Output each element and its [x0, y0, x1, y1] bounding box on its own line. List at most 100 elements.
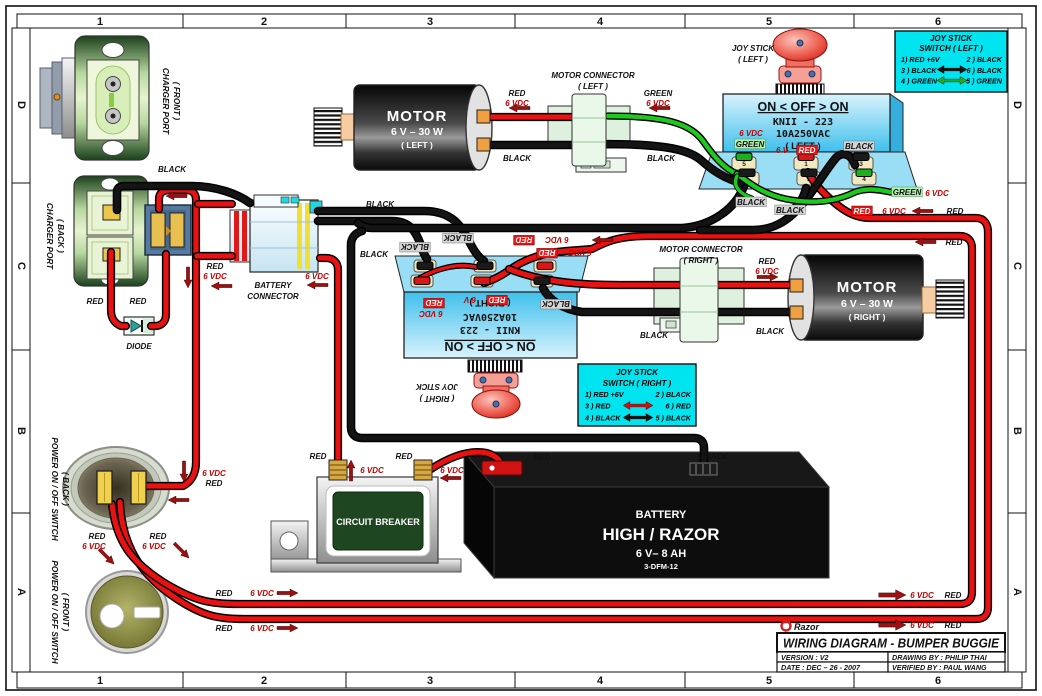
wire-green-connector [605, 113, 740, 177]
motor-shaft-icon [313, 107, 343, 147]
svg-text:6 ) BLACK: 6 ) BLACK [966, 66, 1002, 75]
overlay-parts [96, 93, 873, 505]
wire-label: BLACK [443, 233, 472, 242]
bracket-screw-icon [53, 93, 61, 101]
wire-label: RED [206, 479, 223, 488]
svg-text:Razor: Razor [794, 622, 820, 632]
svg-text:BATTERY: BATTERY [636, 509, 687, 521]
svg-text:4 ) BLACK: 4 ) BLACK [584, 414, 621, 423]
svg-text:( LEFT ): ( LEFT ) [401, 140, 433, 150]
svg-text:6 V– 8 AH: 6 V– 8 AH [636, 548, 686, 560]
wire-label: 6 VDC [568, 248, 592, 257]
joystick-right [467, 359, 523, 419]
wire-label: 6 VDC [910, 591, 934, 600]
svg-text:CHARGER PORT: CHARGER PORT [161, 68, 170, 135]
connector-notch-icon [166, 226, 171, 236]
flow-arrow-icon [439, 473, 462, 483]
wire-label: 6 VDC [440, 466, 464, 475]
svg-text:( BACK ): ( BACK ) [61, 472, 70, 506]
svg-text:C: C [1011, 262, 1023, 270]
wire-label: 6 VDC [925, 189, 949, 198]
svg-text:4: 4 [862, 176, 866, 183]
wire-label: RED [396, 452, 413, 461]
grid-row-labels-left: D C B A [15, 101, 27, 596]
switch-hole-icon [99, 603, 125, 629]
wire-label: CONNECTOR [247, 292, 299, 301]
wire-label: 6 V [463, 295, 476, 304]
wire-black-switchleft-t6-long [355, 183, 747, 231]
wire-label: 6 VDC [646, 99, 670, 108]
switch-clamps [413, 152, 873, 285]
wire-label: 6 VDC [739, 129, 763, 138]
flow-arrow-icon [508, 103, 531, 113]
svg-text:3: 3 [427, 675, 433, 687]
svg-text:SWITCH ( RIGHT ): SWITCH ( RIGHT ) [603, 379, 672, 388]
wire-label: RED [534, 453, 551, 462]
svg-text:POWER ON / OFF SWITCH: POWER ON / OFF SWITCH [50, 560, 59, 664]
wire-label-bg [735, 196, 767, 207]
wire-black-switchleft-t3 [697, 151, 858, 233]
wire-red-diode-out [148, 251, 169, 329]
flow-arrow-icon [276, 588, 299, 598]
svg-text:5 ) BLACK: 5 ) BLACK [655, 414, 691, 423]
wire-label: BLACK [360, 250, 389, 259]
svg-text:1) RED +6V: 1) RED +6V [901, 55, 941, 64]
svg-text:WIRING DIAGRAM - BUMPER BUGGIE: WIRING DIAGRAM - BUMPER BUGGIE [783, 636, 999, 651]
flow-arrow-icon [591, 235, 614, 245]
flow-arrow-icon [346, 459, 356, 482]
svg-text:1: 1 [804, 161, 808, 168]
power-switch-front-label: POWER ON / OFF SWITCH ( FRONT ) [50, 560, 70, 664]
grid-frame: 1 2 3 4 5 6 1 2 3 4 5 6 D C B A D C B A [5, 5, 1037, 691]
svg-text:5: 5 [766, 16, 772, 28]
svg-text:5 ) GREEN: 5 ) GREEN [966, 77, 1003, 86]
legend-right: JOY STICK SWITCH ( RIGHT ) 1) RED +6V 2 … [577, 363, 697, 427]
wire-red-motor-right-a [506, 266, 689, 288]
wire-label: 6 VDC [142, 542, 166, 551]
svg-text:B: B [1011, 427, 1023, 435]
wire-label: JOY STICK [732, 44, 775, 53]
svg-text:2: 2 [261, 16, 267, 28]
motor-left: MOTOR 6 V – 30 W ( LEFT ) [313, 84, 493, 171]
flow-arrow-icon [210, 281, 233, 291]
svg-text:C: C [15, 262, 27, 270]
wire-label: 6 VDC [360, 466, 384, 475]
wire-label: BLACK [700, 452, 729, 461]
wire-label-bg [734, 138, 766, 149]
wire-label-bg [423, 298, 445, 309]
wire-label: 6 VDC [910, 621, 934, 630]
legend-left: JOY STICK SWITCH ( LEFT ) 1) RED +6V 2 )… [894, 30, 1008, 93]
flow-arrow-icon [878, 589, 907, 601]
motor-terminal-icon [476, 109, 491, 124]
wire-label: RED [799, 146, 816, 155]
flow-arrow-icon [306, 280, 329, 290]
svg-text:DATE : DEC – 26 - 2007: DATE : DEC – 26 - 2007 [781, 663, 861, 672]
wire-label: RED [87, 297, 104, 306]
svg-text:KNII - 223: KNII - 223 [773, 117, 833, 128]
grid-col-labels-top: 1 2 3 4 5 6 [97, 16, 941, 28]
wire-label: MOTOR CONNECTOR [659, 245, 742, 254]
wire-label: ( LEFT ) [578, 82, 608, 91]
flow-arrow-icon [276, 623, 299, 633]
flow-arrow-icon [648, 103, 671, 113]
wire-label: 6 VDC [545, 235, 569, 244]
wire-label: BLACK [845, 142, 874, 151]
wire-label: RED [216, 624, 233, 633]
svg-text:JOY STICK: JOY STICK [616, 368, 659, 377]
wire-label: 6 VDC [882, 207, 906, 216]
wire-label: MOTOR CONNECTOR [551, 71, 634, 80]
wire-label-bg [843, 140, 875, 151]
wire-label: RED [150, 532, 167, 541]
svg-text:VERSION : V2: VERSION : V2 [781, 653, 829, 662]
svg-text:10A250VAC: 10A250VAC [463, 311, 517, 322]
wire-label: BLACK [503, 154, 532, 163]
battery: BATTERY HIGH / RAZOR 6 V– 8 AH 3-DFM-12 [462, 450, 831, 580]
wire-label: BLACK [776, 206, 805, 215]
svg-text:B: B [15, 427, 27, 435]
charger-port-back-label: CHARGER PORT ( BACK ) [45, 203, 65, 270]
motor-right: MOTOR 6 V – 30 W ( RIGHT ) [787, 254, 965, 341]
wire-label: RED [89, 532, 106, 541]
svg-text:3-DFM-12: 3-DFM-12 [644, 562, 678, 571]
svg-text:( RIGHT ): ( RIGHT ) [849, 312, 886, 322]
wire-red-main-right-switch [109, 233, 975, 607]
